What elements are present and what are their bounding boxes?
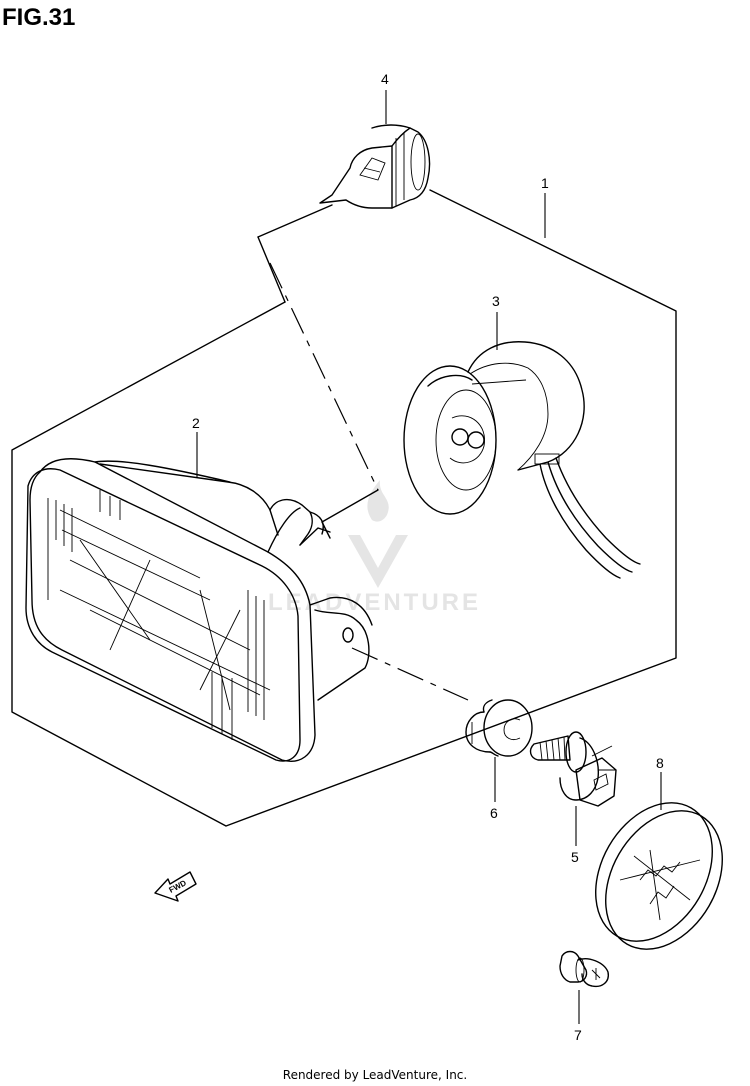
watermark-logo: LEADVENTURE — [268, 480, 481, 616]
bulb-drawing — [319, 124, 431, 209]
screw-drawing — [559, 950, 609, 988]
callout-8: 8 — [656, 755, 664, 771]
callout-1: 1 — [541, 175, 549, 191]
callout-2: 2 — [192, 415, 200, 431]
fwd-label: FWD — [167, 878, 188, 895]
figure-title: FIG.31 — [2, 4, 76, 31]
grommet-drawing — [465, 699, 533, 757]
callout-3: 3 — [492, 293, 500, 309]
callout-7: 7 — [574, 1027, 582, 1043]
footer-credit: Rendered by LeadVenture, Inc. — [282, 1068, 468, 1082]
callout-5: 5 — [571, 849, 579, 865]
socket-drawing — [403, 341, 641, 579]
assembly-lines — [269, 262, 469, 701]
lens-pattern — [47, 490, 271, 740]
cover-drawing — [595, 802, 723, 950]
fwd-arrow-icon: FWD — [154, 871, 197, 902]
callout-6: 6 — [490, 805, 498, 821]
leader-lines — [196, 90, 662, 1024]
watermark-text: LEADVENTURE — [268, 589, 481, 616]
assembly-bracket — [11, 189, 677, 827]
callout-4: 4 — [381, 71, 389, 87]
bolt-drawing — [529, 731, 617, 807]
callouts: 4 1 3 2 6 5 8 7 — [192, 71, 664, 1043]
headlamp-drawing — [25, 458, 373, 762]
